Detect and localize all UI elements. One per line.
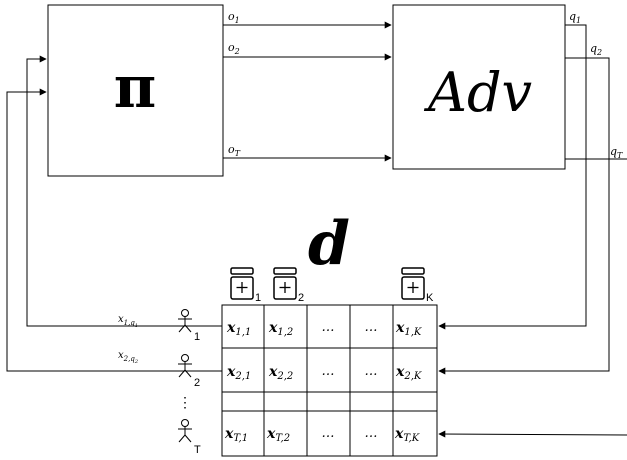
user-index-1: 1 [194,331,200,343]
query-label-T: qT [610,145,623,160]
user-icon-1 [178,309,192,333]
query-label-1: q1 [569,10,581,25]
policy-label: π [114,53,156,121]
cell-ellipsis-T-3: … [322,426,335,441]
user-index-2: 2 [194,377,200,389]
cell-ellipsis-1-3: … [322,320,335,335]
user-icons [178,309,192,443]
dataset-label: d [308,209,350,279]
cell-ellipsis-1-4: … [365,320,378,335]
user-indices: 1 2 T ⋮ [178,331,201,456]
model-icon-K: K [401,267,434,304]
observation-arrows [223,21,392,162]
feedback-connectors [6,55,222,372]
selected-sample-labels: x1,q1 x2,q2 [118,314,138,365]
adversary-label: Adv [423,61,532,124]
user-ellipsis: ⋮ [178,394,192,410]
selected-sample-2: x2,q2 [118,350,138,365]
model-icon-2-index: 2 [298,292,304,304]
user-icon-2 [178,354,192,378]
query-label-2: q2 [590,42,602,57]
query-labels: q1 q2 qT [569,10,623,160]
policy-box: π [47,4,224,177]
user-index-T: T [194,444,201,456]
user-icon-T [178,419,192,443]
model-icon-2: 2 [273,267,304,304]
cell-ellipsis-2-4: … [365,364,378,379]
cell-ellipsis-T-4: … [365,426,378,441]
observation-label-1: o1 [228,10,240,25]
observation-label-T: oT [228,143,241,158]
query-connectors [438,24,627,438]
model-icon-1-index: 1 [255,292,261,304]
data-table: x1,1 x1,2 … … x1,K x2,1 x2,2 … … x2,K xT… [221,304,438,457]
cell-ellipsis-2-3: … [322,364,335,379]
observation-label-2: o2 [228,41,240,56]
model-icon-K-index: K [426,292,434,304]
selected-sample-1: x1,q1 [118,314,138,329]
observation-labels: o1 o2 oT [228,10,241,158]
model-icons: 1 2 K [230,267,434,304]
model-icon-1: 1 [230,267,261,304]
adversary-box: Adv [392,4,566,170]
